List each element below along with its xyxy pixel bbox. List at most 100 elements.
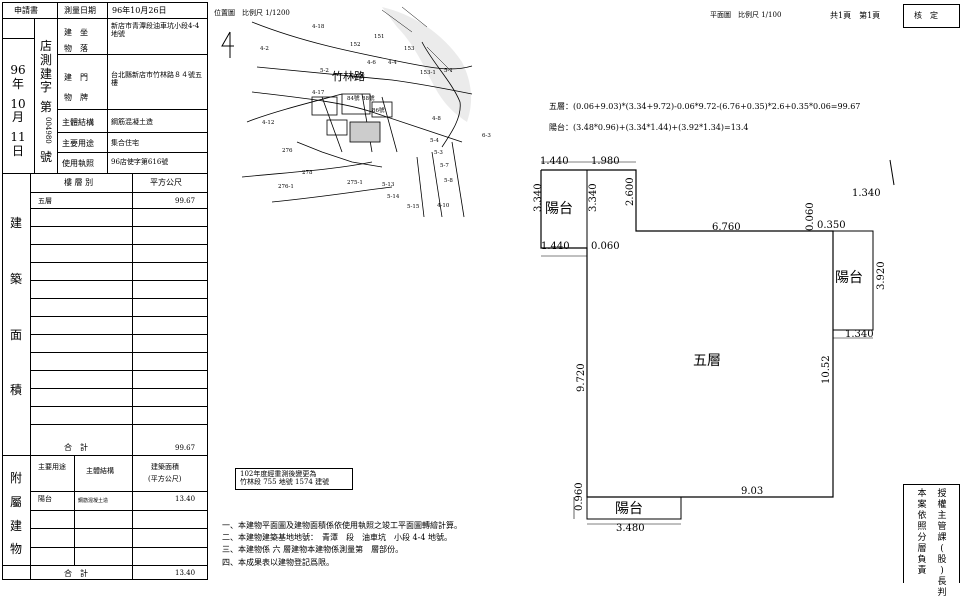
total-value: 99.67 <box>175 444 196 452</box>
parcel-label: 6-3 <box>482 133 491 139</box>
parcel-label: 5-3 <box>434 150 443 156</box>
dim-1052: 10.52 <box>821 355 832 384</box>
approval-box: 本案依照分層負責 授權主管課(股)長判 <box>903 484 960 598</box>
applicant-label: 申請書 <box>14 6 38 15</box>
floor-grid-line <box>30 226 208 227</box>
parcel-label: 153-1 <box>420 70 436 76</box>
parcel-label: 5-1 <box>444 68 453 74</box>
page-count: 共1頁 第1頁 <box>830 11 881 20</box>
dim-1980: 1.980 <box>591 156 620 167</box>
floor-grid-line <box>30 388 208 389</box>
note-3: 三、本建物係 六 層建物本建物係測量第 層部份。 <box>222 545 404 555</box>
left-table: 申請書 測量日期 96年10月26日 建 坐 物 落 新店市青潭段油車坑小段4-… <box>2 2 208 580</box>
approval-char: 責 <box>917 566 927 576</box>
stamp-box: 核 定 <box>903 4 960 28</box>
date-column: 96 年 10 月 11 日 <box>10 63 26 158</box>
parcel-label: 5-8 <box>444 178 453 184</box>
location-label-2: 物 落 <box>64 44 88 53</box>
dim-3340a: 3.340 <box>533 183 544 212</box>
floor-grid-line <box>30 192 208 193</box>
formula-balcony: 陽台：(3.48*0.96)+(3.34*1.44)+(3.92*1.34)=1… <box>549 123 749 132</box>
approval-char: 案 <box>917 500 927 510</box>
parcel-label: 5-2 <box>320 68 329 74</box>
dim-3340b: 3.340 <box>588 183 599 212</box>
plan-title: 平面圖 比例尺 1/100 <box>710 11 782 19</box>
structure-label: 主體結構 <box>62 118 94 127</box>
approval-char: 依 <box>917 511 927 521</box>
permit-value: 96店使字第616號 <box>111 158 169 166</box>
area-header: 平方公尺 <box>150 178 182 187</box>
dim-0350: 0.350 <box>817 220 846 231</box>
approval-char: 長 <box>937 577 947 587</box>
parcel-label: 5-13 <box>382 182 395 188</box>
parcel-label: 4-8 <box>432 116 441 122</box>
balcony-label-bottom: 陽台 <box>615 501 643 517</box>
building-side-label: 建 築 面 積 <box>9 216 22 398</box>
floor-grid-line <box>30 370 208 371</box>
door-value: 台北縣新店市竹林路８４號五樓 <box>111 71 202 87</box>
dim-1440b: 1.440 <box>541 241 570 252</box>
parcel-label: 152 <box>350 42 361 48</box>
parcel-label: 5-14 <box>387 194 400 200</box>
annex-area-label: 建築面積 <box>151 463 179 471</box>
dim-1440a: 1.440 <box>540 156 569 167</box>
survey-date: 96年10月26日 <box>112 6 167 15</box>
floor-grid-line <box>30 244 208 245</box>
dim-0960: 0.960 <box>574 482 585 511</box>
room-label-5f: 五層 <box>693 353 721 369</box>
approval-char: 管 <box>937 522 947 532</box>
floor-header: 樓 層 別 <box>64 178 94 187</box>
permit-number-column: 店 測 建 字 第 004980 號 <box>39 39 52 164</box>
approval-char: 權 <box>937 500 947 510</box>
floor-row-value: 99.67 <box>175 197 196 205</box>
parcel-label: 275-1 <box>347 180 363 186</box>
floor-grid-line <box>30 424 208 425</box>
floor-row-label: 五層 <box>38 197 52 205</box>
floor-plan: 1.440 1.980 6.760 0.350 1.340 1.440 0.06… <box>533 156 895 534</box>
annex-side-label: 附 屬 建 物 <box>9 471 22 557</box>
dim-9720: 9.720 <box>576 363 587 392</box>
dim-0060a: 0.060 <box>805 202 816 231</box>
approval-char: 照 <box>917 522 927 532</box>
dim-903: 9.03 <box>741 486 763 497</box>
parcel-label: 80號 <box>352 72 365 80</box>
floor-grid-line <box>30 280 208 281</box>
approval-char: 判 <box>937 588 947 598</box>
usage-label: 主要用途 <box>62 139 94 148</box>
annex-row-use: 陽台 <box>38 495 52 503</box>
structure-value: 鋼筋混凝土造 <box>111 118 153 126</box>
dim-3920: 3.920 <box>876 261 887 290</box>
location-label-1: 建 坐 <box>64 28 88 37</box>
permit-label: 使用執照 <box>62 159 94 168</box>
parcel-label: 276-1 <box>278 184 294 190</box>
approval-char: 課 <box>937 533 947 543</box>
floor-grid-line <box>30 352 208 353</box>
floor-grid-line <box>30 208 208 209</box>
balcony-label-top: 陽台 <box>545 201 573 217</box>
parcel-label: 278 <box>302 170 313 176</box>
parcel-label: 4-12 <box>262 120 274 126</box>
annex-row-value: 13.40 <box>175 495 196 503</box>
survey-date-label: 測量日期 <box>64 6 96 15</box>
formula-5f: 五層：(0.06+9.03)*(3.34+9.72)-0.06*9.72-(6.… <box>549 102 861 111</box>
door-label-1: 建 門 <box>64 73 88 82</box>
floor-grid-line <box>30 406 208 407</box>
dim-6760: 6.760 <box>712 222 741 233</box>
floor-grid-line <box>30 316 208 317</box>
approval-char: 本 <box>917 489 927 499</box>
parcel-label: 4-10 <box>437 203 450 209</box>
annex-row-struct: 鋼筋混凝土造 <box>78 498 109 504</box>
note-box: 102年度經重測後變更為 竹林段 755 地號 1574 建號 <box>235 468 353 490</box>
dim-0060b: 0.060 <box>591 241 620 252</box>
approval-char: ( <box>940 544 944 554</box>
location-value: 新店市青潭段油車坑小段4-4地號 <box>111 22 200 38</box>
door-label-2: 物 牌 <box>64 93 88 102</box>
annex-area-unit: (平方公尺) <box>148 475 182 483</box>
parcel-label: 4-4 <box>388 60 397 66</box>
parcel-label: 153 <box>404 46 415 52</box>
note-4: 四、本成果表以建物登記爲限。 <box>222 557 334 567</box>
parcel-label: 84號 <box>347 94 360 102</box>
approval-char: 負 <box>917 555 927 565</box>
dim-1340b: 1.340 <box>845 329 874 340</box>
